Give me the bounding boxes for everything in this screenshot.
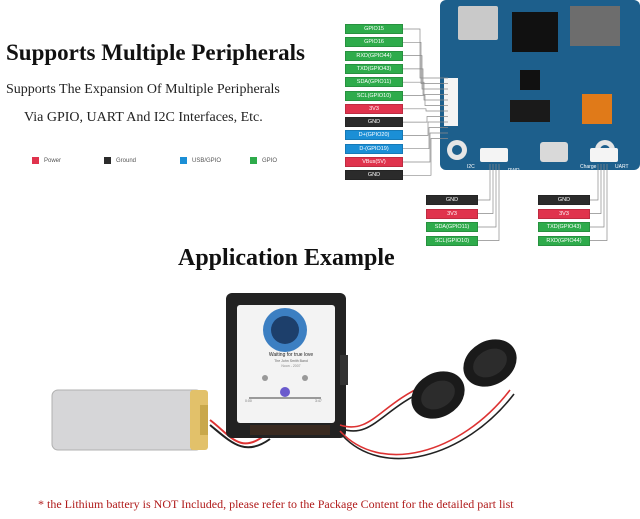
pin-line-left-11 (403, 138, 448, 176)
camera-flex (582, 94, 612, 124)
i2c-connector (480, 148, 508, 162)
time-end: 3:47 (315, 399, 322, 403)
pcb-board-detail (444, 6, 620, 162)
legend-usb-gpio-swatch (180, 157, 187, 164)
pin-line-left-5 (403, 95, 448, 106)
usb-c-port (540, 142, 568, 162)
pin-line-uart-0 (590, 164, 599, 201)
heading-supports-peripherals: Supports Multiple Peripherals (6, 40, 306, 65)
side-connector (444, 78, 458, 126)
footnote-battery: * the Lithium battery is NOT Included, p… (38, 497, 514, 511)
pin-label-uart-0: GND (538, 195, 590, 205)
pin-label-left-2: RXD(GPIO44) (345, 50, 403, 61)
pin-label-i2c-3: SCL(GPIO10) (426, 235, 478, 246)
pin-label-left-0: GPIO15 (345, 24, 403, 34)
pin-label-left-10: VBus(5V) (345, 157, 403, 167)
lithium-battery (51, 389, 208, 451)
pin-label-uart-3: RXD(GPIO44) (538, 235, 590, 246)
board-label-uart: UART (615, 164, 629, 170)
legend-gpio-label: GPIO (262, 157, 278, 164)
pin-line-uart-2 (590, 164, 605, 228)
chip-secondary (520, 70, 540, 90)
pin-line-left-6 (403, 108, 448, 112)
pin-line-left-3 (403, 68, 448, 95)
pin-line-i2c-0 (478, 164, 491, 201)
pin-label-left-4: SDA(GPIO11) (345, 77, 403, 88)
legend-ground-label: Ground (116, 157, 137, 164)
pin-label-left-6: 3V3 (345, 103, 403, 114)
speaker-right (463, 339, 517, 387)
heading-application-example: Application Example (178, 245, 395, 271)
board-label-i2c: I2C (467, 164, 475, 170)
chip-charge (510, 100, 550, 122)
legend-power-label: Power (44, 157, 62, 164)
battery-wire-black (209, 424, 271, 449)
pin-line-left-9 (403, 127, 448, 150)
pin-line-left-2 (403, 55, 448, 90)
subtitle-line-1: Supports The Expansion Of Multiple Perip… (6, 82, 280, 97)
battery-wire-red (209, 419, 266, 445)
pin-line-left-8 (403, 121, 448, 136)
pin-label-uart-1: 3V3 (538, 208, 590, 219)
pin-line-left-0 (403, 28, 448, 79)
legend-power: Power (32, 157, 61, 164)
pin-line-i2c-3 (478, 164, 500, 241)
song-title: Waiting for true love (268, 352, 314, 358)
pin-label-uart-2: TXD(GPIO43) (538, 222, 590, 232)
pin-label-left-11: GND (345, 170, 403, 181)
pin-line-left-7 (403, 116, 448, 123)
speaker2-wire-black (341, 393, 515, 460)
pin-line-i2c-1 (478, 164, 494, 214)
pin-line-left-4 (403, 81, 448, 101)
pin-label-i2c-2: SDA(GPIO11) (426, 222, 478, 232)
pin-line-uart-3 (590, 164, 608, 241)
legend-power-swatch (32, 157, 39, 164)
pin-line-left-1 (403, 41, 448, 84)
pin-label-left-3: TXD(GPIO43) (345, 63, 403, 74)
board-label-charge: Charge (580, 164, 597, 170)
sd-card-slot (458, 6, 498, 40)
pin-label-left-5: SCL(GPIO10) (345, 90, 403, 101)
display-device (226, 293, 348, 438)
pin-line-i2c-2 (478, 164, 497, 228)
pin-label-i2c-0: GND (426, 195, 478, 205)
pin-label-i2c-1: 3V3 (426, 208, 478, 219)
application-illustration (51, 293, 517, 460)
pcb-board (440, 0, 640, 170)
pin-line-uart-1 (590, 164, 602, 214)
board-label-pwr: PWR (508, 168, 520, 174)
pin-label-left-1: GPIO16 (345, 37, 403, 48)
legend-gpio-swatch (250, 157, 257, 164)
legend-gpio: GPIO (250, 157, 277, 164)
speaker1-wire-red (339, 384, 426, 428)
speaker2-wire-red (339, 389, 511, 456)
legend-usb-gpio: USB/GPIO (180, 157, 221, 164)
pin-connector-lines (403, 28, 608, 241)
pin-label-left-7: GND (345, 117, 403, 128)
song-artist: The John Smith Band (274, 359, 308, 363)
uart-connector (590, 148, 618, 162)
pin-line-left-10 (403, 132, 448, 163)
subtitle-line-2: Via GPIO, UART And I2C Interfaces, Etc. (24, 110, 263, 125)
chip-main (512, 12, 558, 52)
module-shield (570, 6, 620, 46)
song-album: Noon - 2007 (281, 364, 301, 368)
speaker-left (411, 371, 465, 419)
legend-ground: Ground (104, 157, 136, 164)
time-start: 0:00 (245, 399, 252, 403)
legend-ground-swatch (104, 157, 111, 164)
legend-usb-gpio-label: USB/GPIO (192, 157, 222, 164)
pin-label-left-9: D-(GPIO19) (345, 143, 403, 154)
pin-label-left-8: D+(GPIO20) (345, 130, 403, 141)
